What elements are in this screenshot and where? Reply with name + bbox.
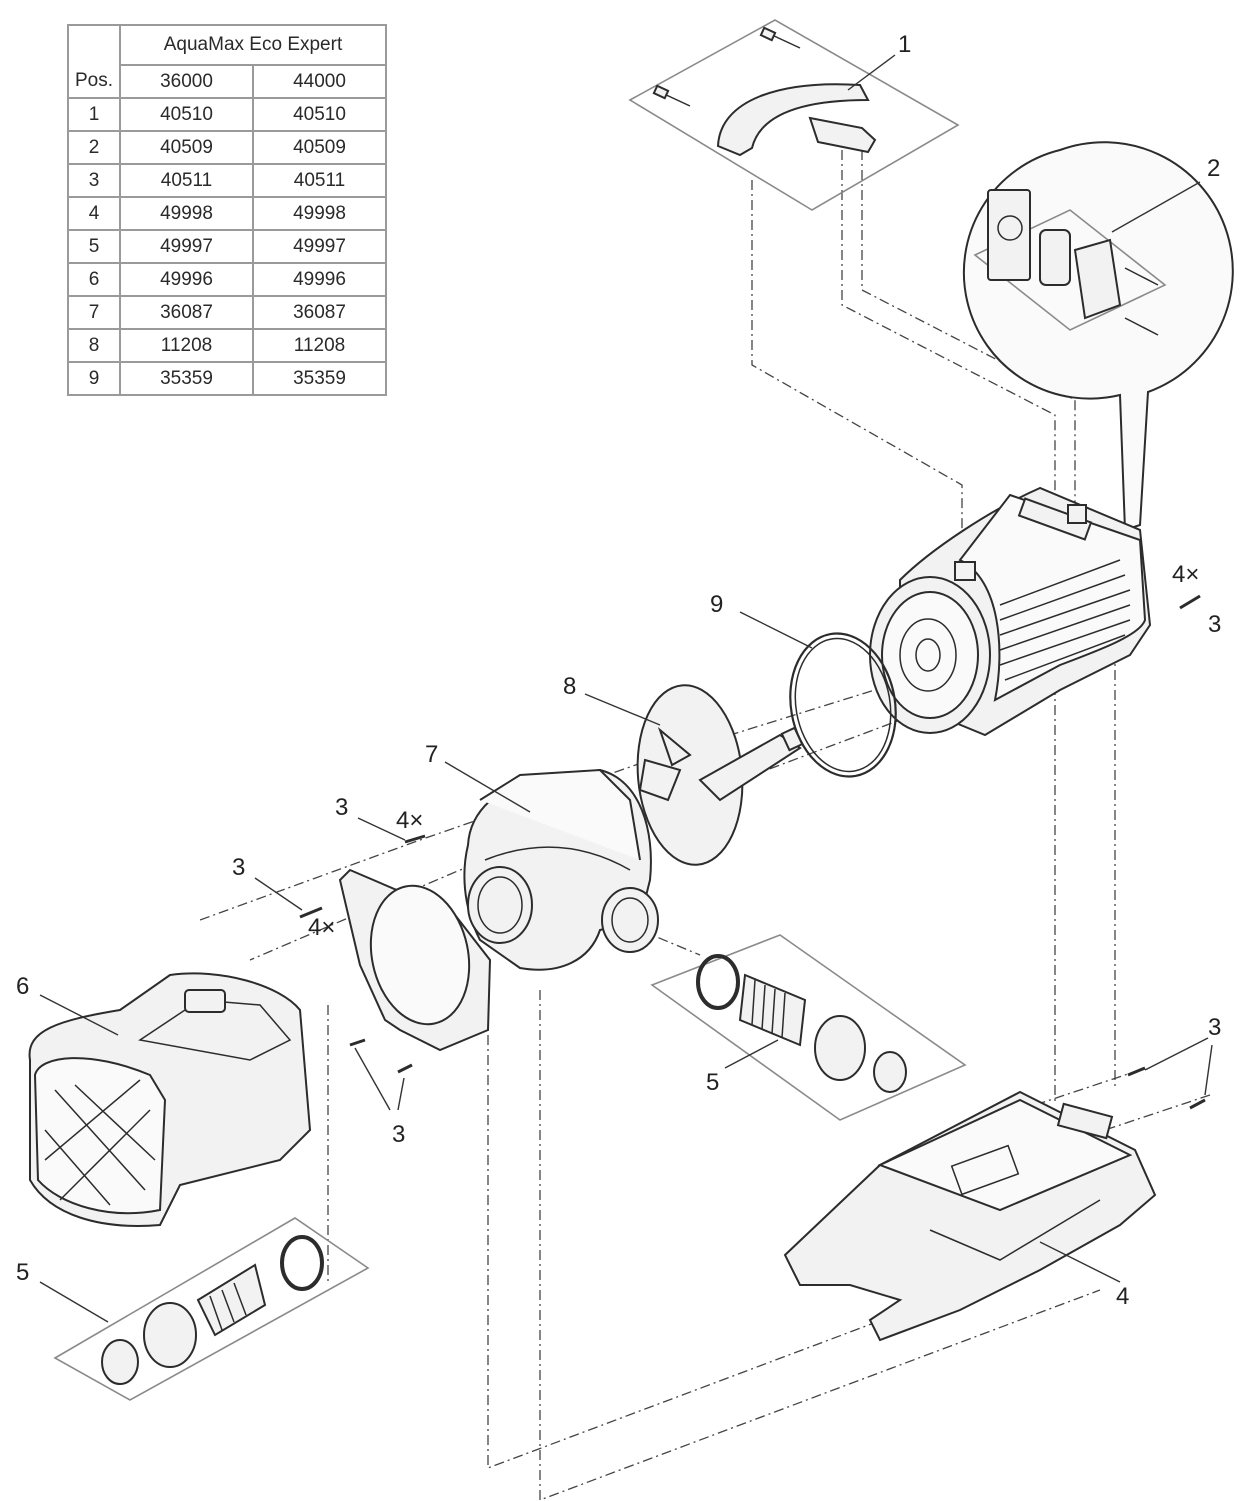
filter-cage <box>28 972 312 1227</box>
part-number-cell: 40511 <box>252 163 387 198</box>
flange-plate <box>338 868 492 1052</box>
callout-o-ring: 9 <box>710 591 723 618</box>
callout-flange-left-screw-qty: 4× <box>308 914 335 941</box>
hose-kit-left <box>53 1217 370 1401</box>
part-number-cell: 35359 <box>252 361 387 396</box>
pos-cell: 4 <box>67 196 121 231</box>
pos-cell: 9 <box>67 361 121 396</box>
callout-base: 4 <box>1116 1283 1129 1310</box>
callout-base-screw: 3 <box>1208 1014 1221 1041</box>
part-number-cell: 36087 <box>119 295 254 330</box>
callout-motor-screw-qty: 4× <box>1172 561 1199 588</box>
callout-handle: 1 <box>898 31 911 58</box>
part-number-cell: 11208 <box>119 328 254 363</box>
motor-body <box>869 486 1152 737</box>
rotor <box>636 684 804 866</box>
part-number-cell: 49996 <box>252 262 387 297</box>
callout-pump-housing: 7 <box>425 741 438 768</box>
pump-housing <box>463 768 659 971</box>
pos-cell: 3 <box>67 163 121 198</box>
pos-cell: 2 <box>67 130 121 165</box>
leader-lines <box>39 54 1213 1323</box>
part-number-cell: 49996 <box>119 262 254 297</box>
handle-assembly <box>628 19 960 211</box>
hose-kit-right <box>650 934 967 1121</box>
callout-filter-cage: 6 <box>16 973 29 1000</box>
pos-cell: 5 <box>67 229 121 264</box>
part-number-cell: 40509 <box>119 130 254 165</box>
table-header-row: AquaMax Eco Expert <box>67 24 387 66</box>
connector-detail <box>962 141 1234 532</box>
callout-flange-bottom-screw: 3 <box>392 1121 405 1148</box>
part-number-cell: 11208 <box>252 328 387 363</box>
callout-motor-screw: 3 <box>1208 611 1221 638</box>
part-number-cell: 40510 <box>119 97 254 132</box>
callout-labels: 1 2 4× 3 9 8 7 3 4× 3 4× 6 3 5 3 4 5 <box>16 31 1221 1310</box>
part-number-cell: 49997 <box>119 229 254 264</box>
pos-cell: 7 <box>67 295 121 330</box>
o-ring <box>789 632 897 778</box>
part-number-cell: 40511 <box>119 163 254 198</box>
part-number-cell: 49997 <box>252 229 387 264</box>
callout-flange-left-screw: 3 <box>232 854 245 881</box>
callout-hose-kit-right: 5 <box>706 1069 719 1096</box>
part-number-cell: 40510 <box>252 97 387 132</box>
callout-hose-kit-left: 5 <box>16 1259 29 1286</box>
part-number-cell: 49998 <box>252 196 387 231</box>
pos-cell: 1 <box>67 97 121 132</box>
model-header: 44000 <box>252 64 387 99</box>
part-number-cell: 35359 <box>119 361 254 396</box>
callout-connector: 2 <box>1207 155 1220 182</box>
base <box>783 1090 1157 1342</box>
callout-rotor: 8 <box>563 673 576 700</box>
screws <box>299 594 1206 1110</box>
model-header: 36000 <box>119 64 254 99</box>
callout-flange-top-screw-qty: 4× <box>396 807 423 834</box>
part-number-cell: 40509 <box>252 130 387 165</box>
pos-cell: 6 <box>67 262 121 297</box>
table-title: AquaMax Eco Expert <box>119 24 387 66</box>
part-number-cell: 36087 <box>252 295 387 330</box>
pos-cell: 8 <box>67 328 121 363</box>
part-number-cell: 49998 <box>119 196 254 231</box>
table-model-row: Pos. 36000 44000 <box>67 64 387 99</box>
callout-flange-top-screw: 3 <box>335 794 348 821</box>
table-corner-cell <box>67 24 121 65</box>
pos-header: Pos. <box>67 65 121 99</box>
